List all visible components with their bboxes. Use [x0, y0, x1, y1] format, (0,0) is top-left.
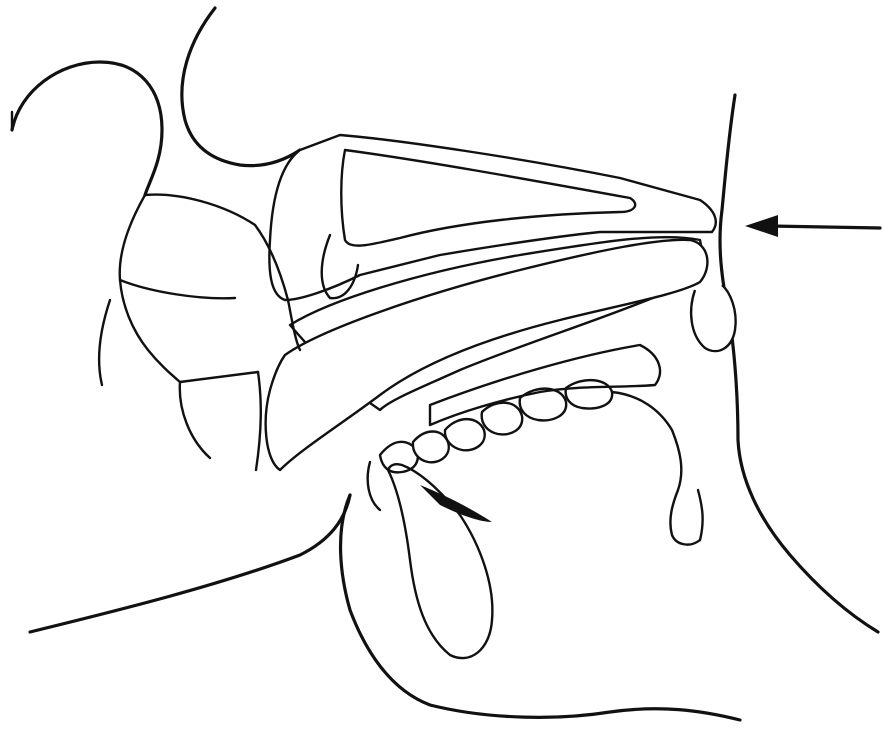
jaw-outline — [30, 495, 740, 720]
instrument-tip — [420, 485, 492, 522]
uvula — [691, 285, 736, 351]
thumb-outline — [12, 62, 162, 195]
lower-teeth — [380, 380, 612, 472]
tongue-base — [612, 392, 703, 545]
pharynx-wall — [720, 95, 878, 632]
arrow-pointer — [745, 215, 880, 237]
nasal-profile — [182, 8, 300, 166]
arrow-head — [745, 215, 778, 237]
